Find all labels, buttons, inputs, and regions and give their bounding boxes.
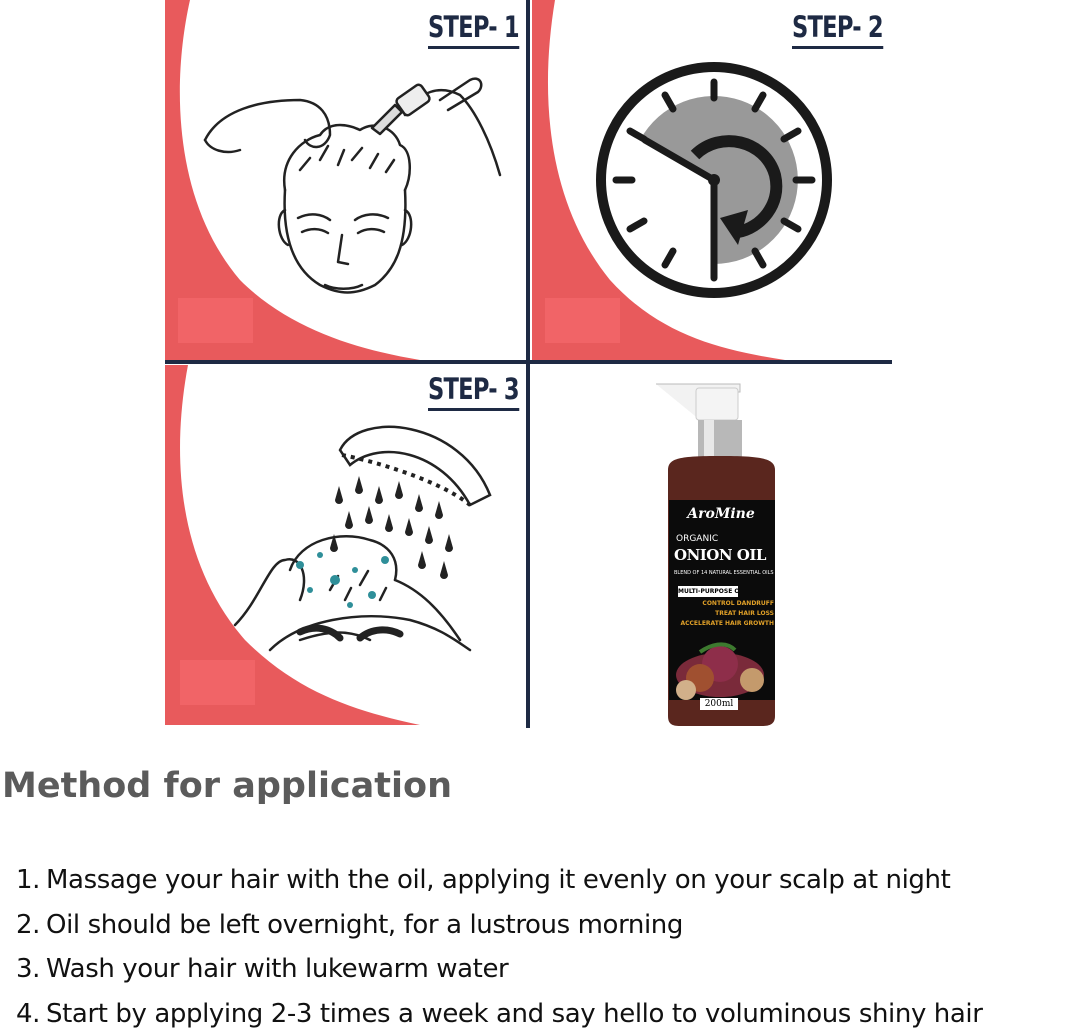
step-number: 2. (16, 910, 40, 940)
list-item: 2.Oil should be left overnight, for a lu… (16, 903, 983, 948)
step-3-label: STEP- 3 (428, 372, 519, 411)
step-1-label: STEP- 1 (428, 10, 519, 49)
list-item: 1.Massage your hair with the oil, applyi… (16, 858, 983, 903)
panel-1-background (165, 0, 420, 360)
method-steps-list: 1.Massage your hair with the oil, applyi… (16, 858, 983, 1036)
steps-illustration-grid: STEP- 1 STEP- 2 STEP- 3 AroMine ORGANIC … (0, 0, 1070, 740)
overnight-clock-icon (601, 67, 827, 293)
step-number: 1. (16, 865, 40, 895)
bottle-line-onion-oil: ONION OIL (674, 546, 766, 564)
bottle-line-organic: ORGANIC (676, 534, 718, 544)
bottle-benefit-2: TREAT HAIR LOSS (715, 610, 774, 617)
steps-artwork (0, 0, 1070, 740)
bottle-badge: MULTI-PURPOSE OIL (678, 586, 738, 597)
bottle-brand: AroMine (672, 506, 770, 522)
bottle-line-blend: BLEND OF 14 NATURAL ESSENTIAL OILS (674, 570, 774, 576)
man-applying-oil-icon (205, 79, 500, 293)
step-text: Start by applying 2-3 times a week and s… (46, 999, 983, 1029)
list-item: 3.Wash your hair with lukewarm water (16, 947, 983, 992)
method-heading: Method for application (2, 766, 452, 806)
step-2-label: STEP- 2 (792, 10, 883, 49)
step-text: Massage your hair with the oil, applying… (46, 865, 950, 895)
shower-washing-icon (235, 427, 490, 650)
step-text: Oil should be left overnight, for a lust… (46, 910, 683, 940)
step-text: Wash your hair with lukewarm water (46, 954, 508, 984)
list-item: 4.Start by applying 2-3 times a week and… (16, 992, 983, 1036)
bottle-volume: 200ml (700, 698, 738, 710)
step-number: 3. (16, 954, 40, 984)
step-number: 4. (16, 999, 40, 1029)
bottle-benefit-1: CONTROL DANDRUFF (702, 600, 774, 607)
bottle-benefit-3: ACCELERATE HAIR GROWTH (680, 620, 774, 627)
